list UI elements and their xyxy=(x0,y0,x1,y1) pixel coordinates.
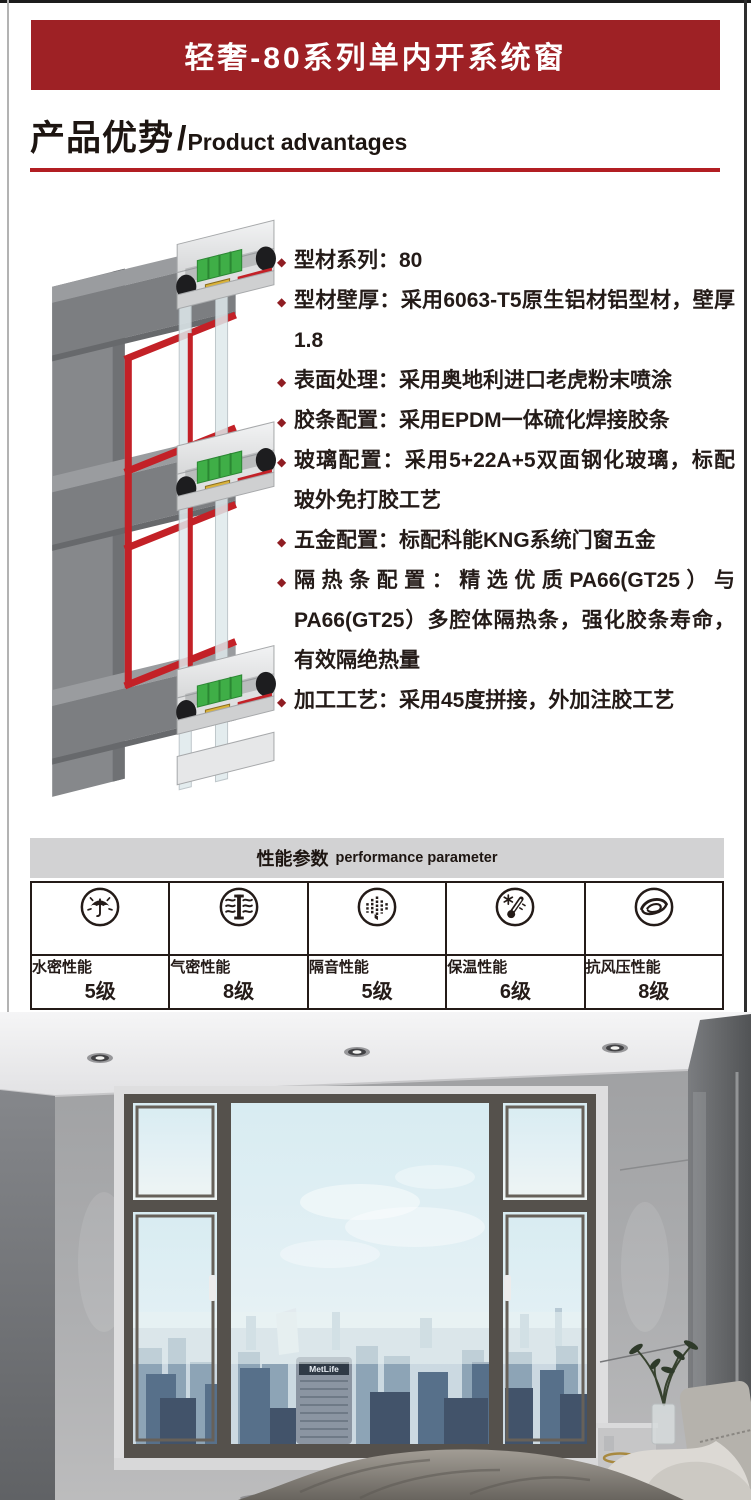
grey-blanket xyxy=(238,1449,684,1500)
advantage-item: 型材壁厚：采用6063-T5原生铝材铝型材，壁厚1.8 xyxy=(277,281,735,361)
perf-label: 抗风压性能 xyxy=(585,959,661,976)
thermal-insulation-icon xyxy=(496,887,535,927)
performance-title-en: performance parameter xyxy=(335,850,498,866)
advantage-item: 玻璃配置：采用5+22A+5双面钢化玻璃，标配玻外免打胶工艺 xyxy=(277,441,735,521)
city-skyline: MetLife xyxy=(133,1308,587,1444)
perf-label: 水密性能 xyxy=(32,959,93,976)
product-title: 轻奢-80系列单内开系统窗 xyxy=(184,42,567,75)
air-tightness-icon xyxy=(219,887,258,927)
page-border-top xyxy=(0,0,751,3)
page-border-left xyxy=(7,0,9,1012)
advantage-item: 五金配置：标配科能KNG系统门窗五金 xyxy=(277,521,735,563)
left-wall xyxy=(0,1090,55,1500)
advantage-item: 胶条配置：采用EPDM一体硫化焊接胶条 xyxy=(277,401,735,443)
perf-col-thermal: 保温性能 6级 xyxy=(447,883,586,1008)
advantages-list: 型材系列：80 型材壁厚：采用6063-T5原生铝材铝型材，壁厚1.8 表面处理… xyxy=(277,241,735,723)
cup xyxy=(604,1436,614,1451)
building-sign-text: MetLife xyxy=(309,1364,339,1374)
perf-value: 5级 xyxy=(361,981,393,1003)
perf-col-sound: 隔音性能 5级 xyxy=(308,883,448,1008)
section-title-en: Product advantages xyxy=(187,129,408,155)
perf-col-water: 水密性能 5级 xyxy=(32,883,171,1008)
perf-label: 保温性能 xyxy=(447,959,508,976)
performance-table: 水密性能 5级 气密性能 8级 xyxy=(30,881,724,1010)
water-tightness-icon xyxy=(80,887,120,927)
vase xyxy=(651,1403,676,1445)
bedroom-window-photo: MetLife xyxy=(0,1012,751,1500)
metlife-building: MetLife xyxy=(296,1357,352,1444)
perf-value: 8级 xyxy=(638,981,670,1003)
section-heading: 产品优势 / Product advantages xyxy=(30,110,407,161)
perf-value: 5级 xyxy=(84,981,116,1003)
recessed-lights xyxy=(87,1043,628,1063)
perf-value: 8级 xyxy=(223,981,255,1003)
window-sashes xyxy=(135,1105,585,1442)
section-underline xyxy=(30,168,720,172)
page-border-right xyxy=(744,0,747,1012)
perf-label: 气密性能 xyxy=(170,959,231,976)
perf-col-air: 气密性能 8级 xyxy=(170,883,309,1008)
bed-and-furnishings xyxy=(238,1340,751,1500)
performance-title-cn: 性能参数 xyxy=(256,849,329,869)
performance-header: 性能参数 performance parameter xyxy=(30,838,724,878)
advantage-item: 加工工艺：采用45度拼接，外加注胶工艺 xyxy=(277,681,735,723)
perf-value: 6级 xyxy=(499,981,531,1003)
window-handles xyxy=(209,1275,511,1301)
advantage-item: 隔热条配置：精选优质PA66(GT25）与PA66(GT25）多腔体隔热条，强化… xyxy=(277,561,735,681)
sound-insulation-icon xyxy=(357,887,397,927)
title-banner: 轻奢-80系列单内开系统窗 xyxy=(31,20,720,90)
right-wall xyxy=(688,1014,751,1500)
pillow-front xyxy=(642,1461,751,1500)
perf-col-wind: 抗风压性能 8级 xyxy=(585,883,723,1008)
plant xyxy=(629,1340,699,1445)
sill-profile xyxy=(176,731,275,786)
advantage-item: 表面处理：采用奥地利进口老虎粉末喷涂 xyxy=(277,361,735,403)
section-title-slash: / xyxy=(177,120,187,158)
perf-label: 隔音性能 xyxy=(308,959,369,976)
section-title-cn: 产品优势 xyxy=(30,119,175,158)
advantage-item: 型材系列：80 xyxy=(277,241,735,283)
profile-cutaway-image xyxy=(52,219,277,797)
wind-pressure-icon xyxy=(634,887,674,927)
glass-panes xyxy=(178,240,229,791)
